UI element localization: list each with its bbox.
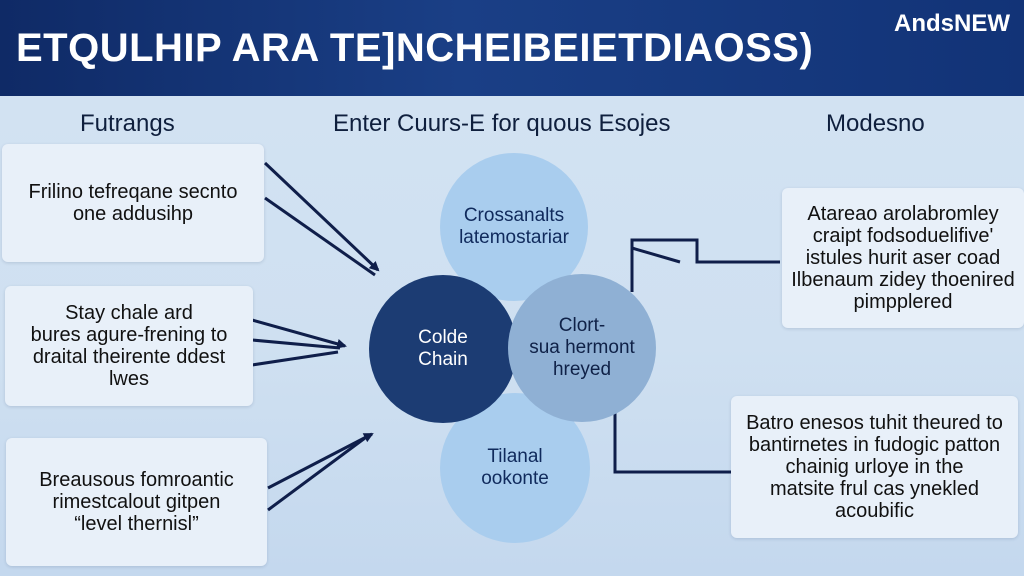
connector-line bbox=[613, 400, 732, 474]
left-box-2: Stay chale ard bures agure-frening to dr… bbox=[5, 286, 253, 406]
arrow-line bbox=[267, 432, 374, 490]
left-box-3-text: Breausous fomroantic rimestcalout gitpen… bbox=[39, 469, 234, 535]
arrow-line bbox=[251, 318, 347, 349]
arrow-line bbox=[263, 161, 380, 272]
arrow-line bbox=[251, 338, 341, 350]
left-box-3: Breausous fomroantic rimestcalout gitpen… bbox=[6, 438, 267, 566]
left-box-2-text: Stay chale ard bures agure-frening to dr… bbox=[30, 302, 228, 390]
center-column-heading: Enter Cuurs-E for quous Esojes bbox=[333, 110, 671, 137]
arrow-line bbox=[251, 350, 339, 367]
left-box-1: Frilino tefreqane secnto one addusihp bbox=[2, 144, 264, 262]
left-column-heading: Futrangs bbox=[80, 110, 175, 137]
brand-logo: AndsNEW bbox=[894, 10, 1010, 37]
arrow-line bbox=[267, 436, 366, 512]
circle-right: Clort- sua hermont hreyed bbox=[508, 274, 656, 422]
page-title: ETQULHIP ARA TE]NCHEIBEIETDIAOSS) bbox=[16, 26, 814, 70]
right-box-2: Batro enesos tuhit theured to bantirnete… bbox=[731, 396, 1018, 538]
arrow-line bbox=[264, 196, 376, 277]
connector-line bbox=[630, 238, 780, 292]
header-banner: ETQULHIP ARA TE]NCHEIBEIETDIAOSS) AndsNE… bbox=[0, 0, 1024, 96]
left-box-1-text: Frilino tefreqane secnto one addusihp bbox=[28, 181, 238, 225]
connector-line bbox=[631, 246, 681, 264]
circle-left: Colde Chain bbox=[369, 275, 517, 423]
right-box-1-text: Atareao arolabromley craipt fodsoduelifi… bbox=[791, 203, 1015, 313]
right-box-1: Atareao arolabromley craipt fodsoduelifi… bbox=[782, 188, 1024, 328]
right-column-heading: Modesno bbox=[826, 110, 925, 137]
right-box-2-text: Batro enesos tuhit theured to bantirnete… bbox=[746, 412, 1003, 522]
